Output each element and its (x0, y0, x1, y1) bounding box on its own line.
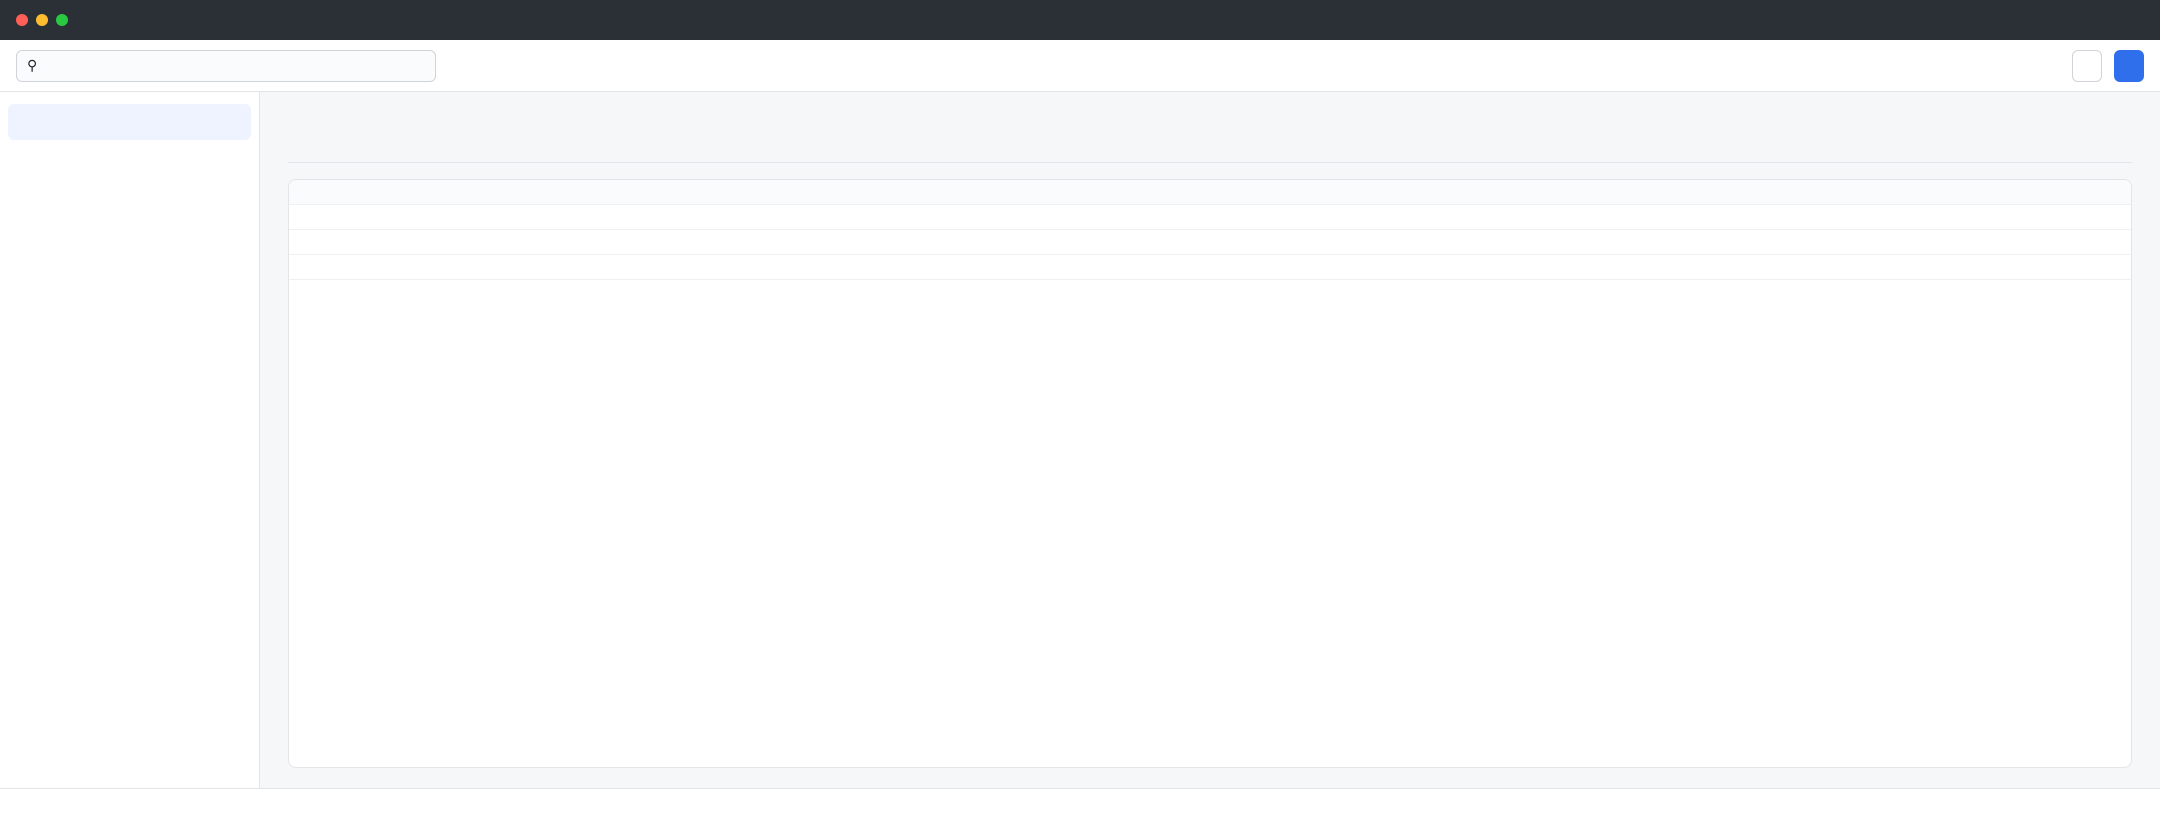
table-cell (749, 254, 1210, 280)
main-panel (260, 92, 2160, 788)
close-icon[interactable] (16, 14, 28, 26)
table-cell (749, 229, 1210, 255)
sidebar-item[interactable] (8, 180, 251, 216)
data-table-card (288, 179, 2132, 768)
table-cell (1670, 204, 2131, 230)
table-cell (1210, 254, 1671, 280)
table-cell (1670, 254, 2131, 280)
primary-button[interactable] (2114, 49, 2144, 82)
search-icon: ⚲ (27, 57, 38, 73)
table-cell (1210, 229, 1671, 255)
sidebar-item[interactable] (8, 104, 251, 140)
search-box[interactable]: ⚲ (16, 49, 436, 82)
sidebar (0, 92, 260, 788)
sidebar-item[interactable] (8, 256, 251, 292)
table-row[interactable] (289, 229, 2131, 255)
sidebar-item[interactable] (8, 142, 251, 178)
column-header[interactable] (749, 180, 1210, 205)
status-bar (0, 788, 2160, 816)
table-row[interactable] (289, 254, 2131, 280)
maximize-icon[interactable] (56, 14, 68, 26)
search-input[interactable] (45, 58, 425, 73)
table-cell (749, 204, 1210, 230)
secondary-button[interactable] (2072, 49, 2102, 82)
table-row[interactable] (289, 204, 2131, 230)
tab-bar (288, 144, 2132, 163)
title-bar (0, 0, 2160, 40)
table-cell (289, 254, 750, 280)
column-header[interactable] (1210, 180, 1671, 205)
data-table (289, 180, 2131, 280)
column-header[interactable] (289, 180, 750, 205)
sidebar-item[interactable] (8, 218, 251, 254)
table-cell (1670, 229, 2131, 255)
table-header-row (289, 180, 2131, 205)
table-cell (289, 229, 750, 255)
column-header[interactable] (1670, 180, 2131, 205)
window-controls (16, 14, 68, 26)
toolbar: ⚲ (0, 40, 2160, 92)
minimize-icon[interactable] (36, 14, 48, 26)
content-area (0, 92, 2160, 788)
table-cell (289, 204, 750, 230)
table-cell (1210, 204, 1671, 230)
